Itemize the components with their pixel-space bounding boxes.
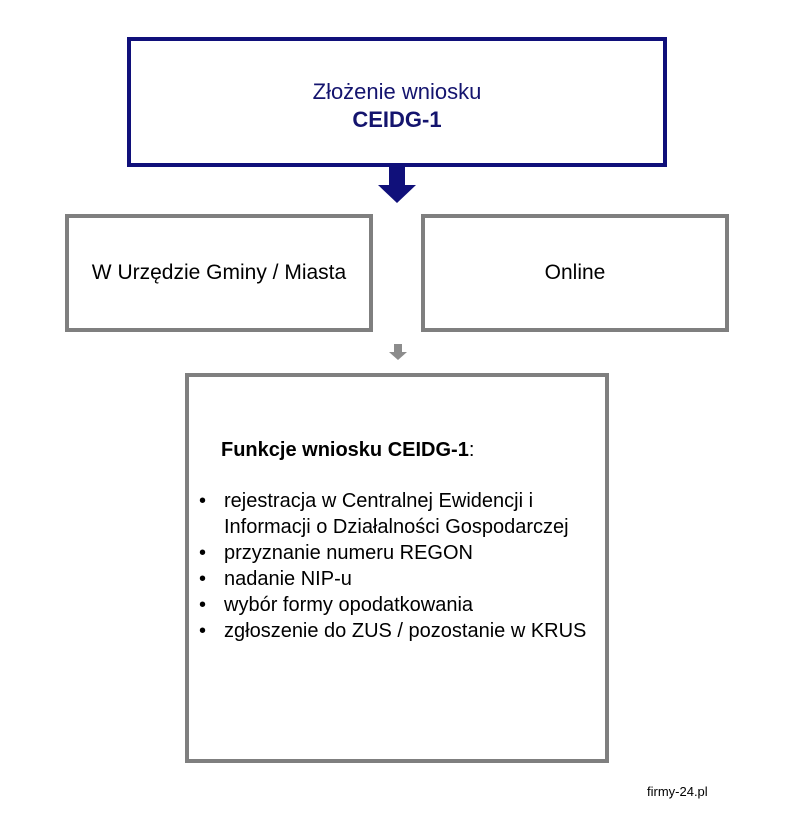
online-option-label: Online	[544, 261, 606, 284]
list-item: rejestracja w Centralnej Ewidencji i Inf…	[199, 488, 604, 540]
application-title-line2: CEIDG-1	[352, 107, 442, 132]
online-option-box: Online	[421, 214, 729, 332]
list-item: nadanie NIP-u	[199, 566, 604, 592]
functions-title-suffix: :	[468, 439, 475, 461]
small-down-arrow-icon	[389, 344, 407, 360]
application-box: Złożenie wniosku CEIDG-1	[127, 37, 667, 167]
functions-list: rejestracja w Centralnej Ewidencji i Inf…	[199, 488, 604, 644]
functions-title: Funkcje wniosku CEIDG-1:	[221, 437, 474, 463]
office-option-box: W Urzędzie Gminy / Miasta	[65, 214, 373, 332]
list-item: przyznanie numeru REGON	[199, 540, 604, 566]
list-item: wybór formy opodatkowania	[199, 592, 604, 618]
list-item: zgłoszenie do ZUS / pozostanie w KRUS	[199, 618, 604, 644]
application-title-line1: Złożenie wniosku	[312, 79, 482, 104]
functions-box: Funkcje wniosku CEIDG-1: rejestracja w C…	[185, 373, 609, 763]
functions-title-bold: Funkcje wniosku CEIDG-1	[221, 439, 469, 461]
office-option-label: W Urzędzie Gminy / Miasta	[91, 261, 347, 284]
down-arrow-icon	[378, 167, 416, 203]
watermark: firmy-24.pl	[647, 784, 708, 799]
